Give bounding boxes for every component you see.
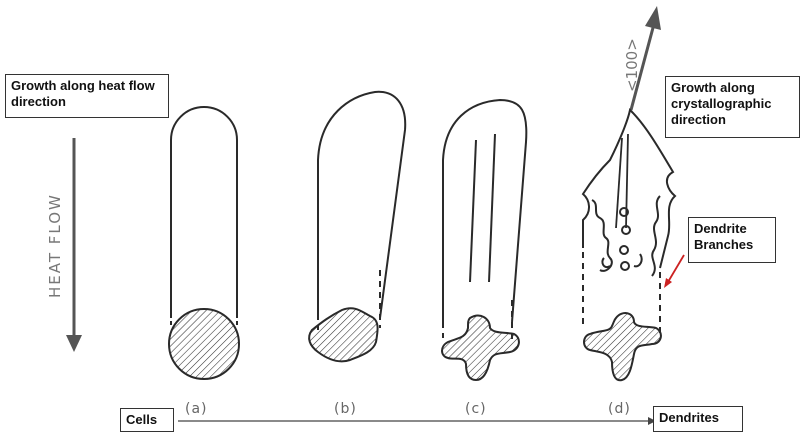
crystallographic-growth-callout: Growth along crystallographic direction [665, 76, 800, 138]
cell-b [309, 92, 405, 361]
heat-flow-label: HEAT FLOW [46, 193, 64, 298]
cell-c-outline [443, 100, 526, 322]
cell-b-cross-section [309, 308, 378, 361]
heat-flow-growth-text: Growth along heat flow direction [11, 78, 155, 109]
dendrite-branch-right [652, 196, 660, 276]
dendrites-text: Dendrites [659, 410, 719, 425]
panel-label-c: (c) [465, 401, 487, 417]
panel-label-d: (d) [608, 401, 631, 417]
cells-to-dendrites-arrow [178, 417, 656, 425]
panel-label-a: (a) [185, 401, 208, 417]
dendrite-branches-text: Dendrite Branches [694, 221, 753, 252]
dendrites-callout: Dendrites [653, 406, 743, 432]
cells-callout: Cells [120, 408, 174, 432]
cell-a-cross-section [169, 309, 239, 379]
heat-flow-arrow [66, 138, 82, 352]
cell-c-cross-section [442, 316, 519, 380]
crystallographic-growth-text: Growth along crystallographic direction [671, 80, 771, 127]
heat-flow-growth-callout: Growth along heat flow direction [5, 74, 169, 118]
direction-100-label: <100> [623, 38, 641, 92]
panel-label-b: (b) [334, 401, 357, 417]
dendrite-d-cross-section [584, 313, 661, 380]
dendrite-d-outline [583, 110, 675, 268]
dendrite-d [583, 110, 675, 380]
cell-a [169, 107, 239, 379]
dendrite-branches-callout: Dendrite Branches [688, 217, 776, 263]
dendrite-branch-pointer [664, 255, 684, 288]
cell-a-outline [171, 107, 237, 318]
cells-text: Cells [126, 412, 157, 427]
cell-c [442, 100, 526, 380]
cell-b-outline [318, 92, 405, 318]
